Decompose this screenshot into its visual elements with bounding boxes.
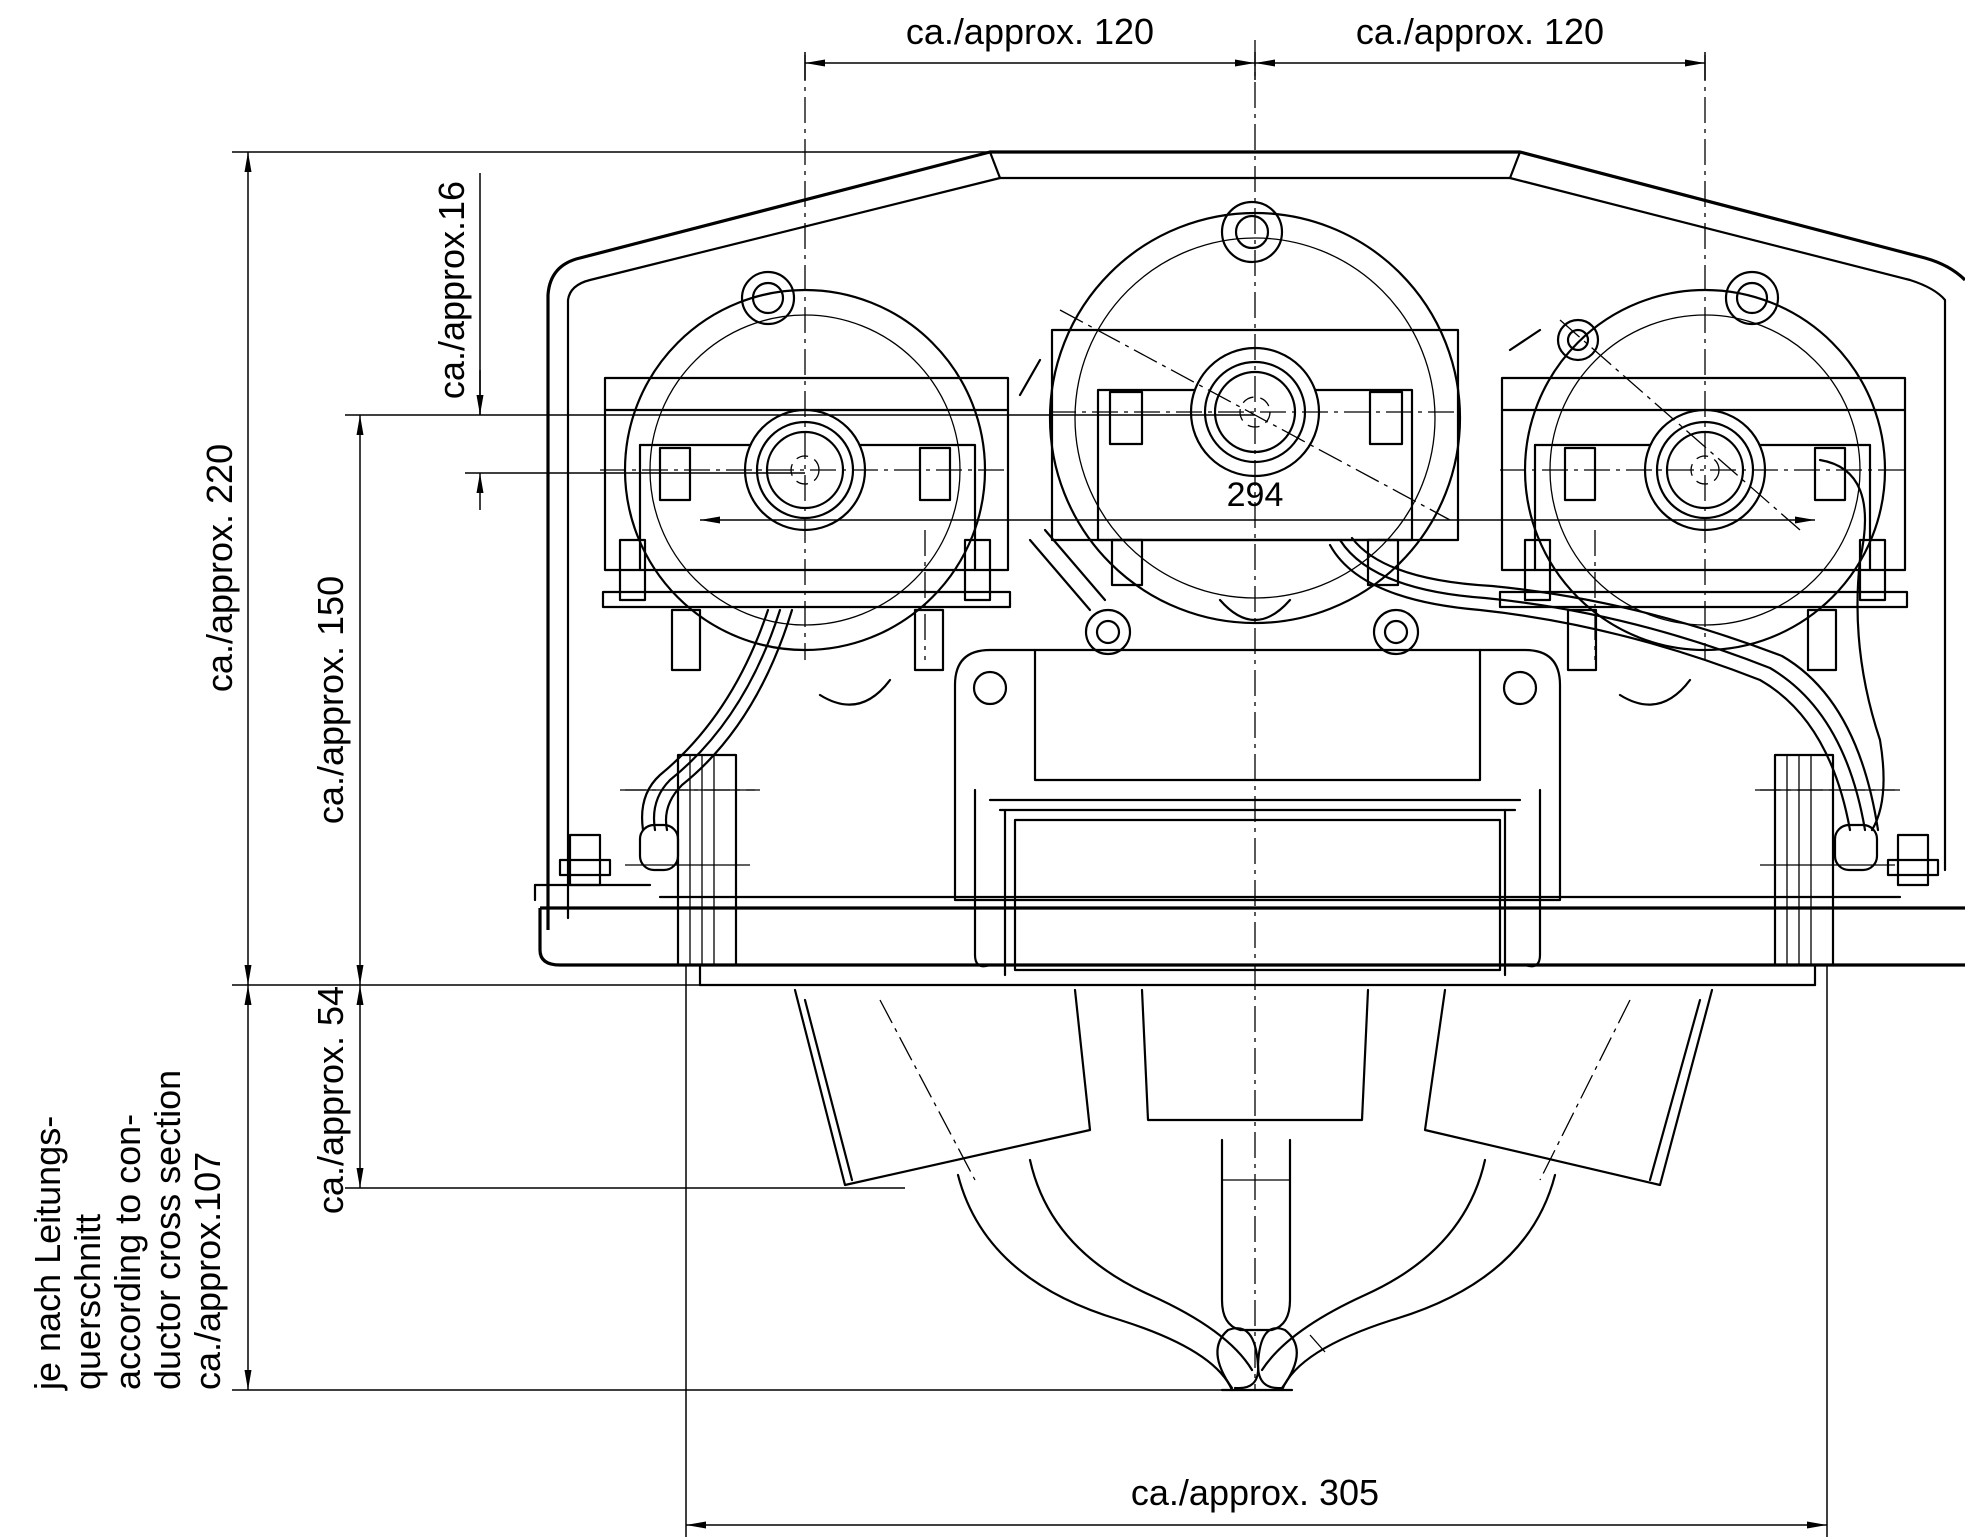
dim-bottom-width: ca./approx. 305 <box>1131 1472 1379 1513</box>
dim-bracket-width: 294 <box>1227 476 1284 514</box>
cable-note-line-3: according to con- <box>107 1114 148 1390</box>
dim-top-right-width: ca./approx. 120 <box>1356 11 1604 52</box>
dim-mount-height: ca./approx. 150 <box>310 576 351 824</box>
motor-unit-center <box>1018 200 1462 656</box>
cable-note-line-1: je nach Leitungs- <box>27 1116 68 1391</box>
cable-note: je nach Leitungs- querschnitt according … <box>27 1070 228 1391</box>
dimension-labels: ca./approx. 120 ca./approx. 120 ca./appr… <box>199 11 1604 1513</box>
dimension-lines <box>232 52 1828 1537</box>
center-lines <box>600 40 1910 1390</box>
cable-note-line-2: querschnitt <box>67 1214 108 1390</box>
dim-top-left-width: ca./approx. 120 <box>906 11 1154 52</box>
connector-block <box>625 648 1895 977</box>
dim-lower-depth: ca./approx. 54 <box>310 986 351 1214</box>
cable-note-line-4: ductor cross section <box>147 1070 188 1390</box>
dim-upper-offset: ca./approx.16 <box>431 181 472 399</box>
motor-unit-left <box>601 270 1012 872</box>
cable-note-line-5: ca./approx.107 <box>187 1152 228 1390</box>
dim-total-height: ca./approx. 220 <box>199 444 240 692</box>
cable-glands <box>793 988 1714 1392</box>
housing <box>533 150 1965 987</box>
